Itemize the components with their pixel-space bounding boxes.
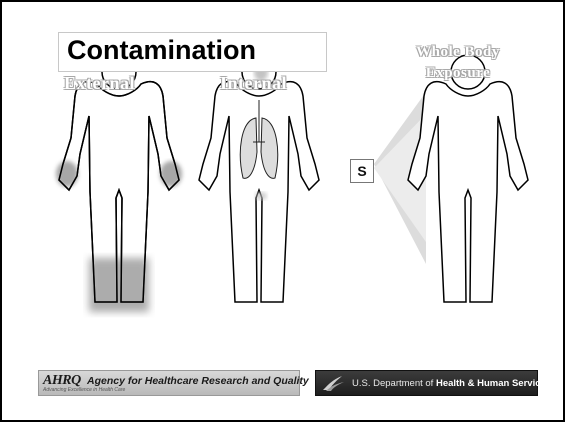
source-marker: S <box>350 159 374 183</box>
ahrq-name: Agency for Healthcare Research and Quali… <box>87 375 309 387</box>
abdomen-contamination <box>255 192 267 200</box>
label-whole-body-exposure: Whole Body Exposure <box>408 2 518 92</box>
ahrq-footer: AHRQ Agency for Healthcare Research and … <box>38 370 300 396</box>
title-box: Contamination <box>58 32 327 72</box>
hhs-prefix: U.S. Department of <box>352 378 436 389</box>
label-exposure: Exposure <box>408 65 508 82</box>
ahrq-tagline: Advancing Excellence in Health Care <box>43 387 125 393</box>
leg-contamination <box>89 258 149 312</box>
hhs-eagle-icon <box>320 373 346 393</box>
label-internal: Internal <box>220 73 287 94</box>
hhs-bold: Health & Human Services <box>436 378 551 389</box>
label-whole-body: Whole Body <box>408 44 508 61</box>
hhs-footer: U.S. Department of Health & Human Servic… <box>315 370 538 396</box>
slide-title: Contamination <box>67 35 256 66</box>
label-external: External <box>64 73 135 94</box>
hhs-name: U.S. Department of Health & Human Servic… <box>352 378 551 389</box>
